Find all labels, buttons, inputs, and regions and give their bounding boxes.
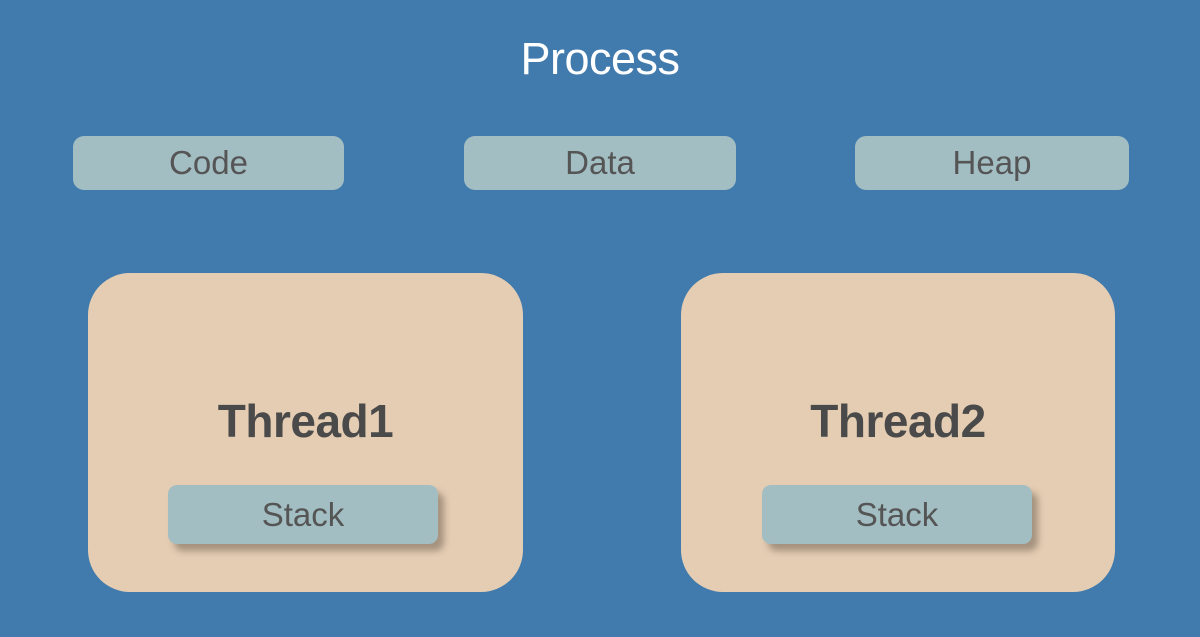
thread-1-stack-box: Stack	[168, 485, 438, 544]
memory-segment-heap-label: Heap	[952, 144, 1032, 181]
thread-2-stack-box: Stack	[762, 485, 1032, 544]
thread-card-1: Thread1 Stack	[88, 273, 523, 592]
memory-segment-heap: Heap	[855, 136, 1129, 190]
thread-card-2: Thread2 Stack	[681, 273, 1115, 592]
memory-segment-code: Code	[73, 136, 344, 190]
thread-card-2-label: Thread2	[810, 395, 986, 447]
memory-segment-data-label: Data	[565, 144, 635, 181]
memory-segment-data: Data	[464, 136, 736, 190]
thread-1-stack-label: Stack	[261, 495, 345, 533]
thread-card-1-label: Thread1	[217, 395, 394, 447]
thread-2-stack-label: Stack	[855, 495, 939, 533]
page-title: Process	[520, 33, 680, 84]
memory-segment-code-label: Code	[169, 144, 248, 181]
